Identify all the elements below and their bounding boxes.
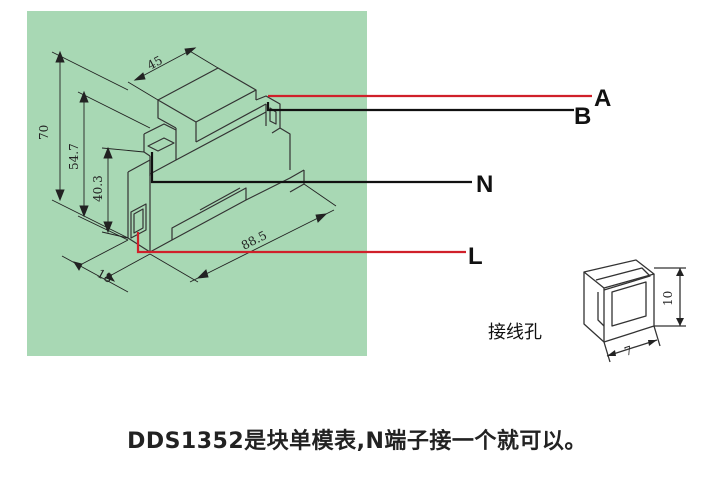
wires (136, 94, 592, 254)
dimension-lines (51, 47, 337, 293)
hole-dim-width-label: 7 (623, 343, 635, 359)
dim-low-height-label: 40.3 (91, 175, 105, 202)
wire-l (136, 232, 466, 254)
wire-b (266, 102, 574, 112)
dim-total-height-label: 70 (37, 125, 51, 140)
terminal-label-a: A (594, 85, 611, 112)
terminal-label-l: L (468, 243, 483, 270)
terminal-labels: A B N L (468, 85, 611, 270)
meter-outline (127, 67, 305, 253)
wire-n (150, 152, 472, 184)
hole-dim-height-label: 10 (661, 291, 675, 306)
dim-depth-label: 18 (95, 266, 115, 286)
caption-text: DDS1352是块单模表,N端子接一个就可以。 (127, 429, 587, 454)
dim-mid-height-label: 54.7 (67, 143, 81, 170)
wiring-hole-drawing (583, 259, 686, 363)
dim-width-label: 45 (145, 53, 165, 73)
wiring-hole-arrows (607, 268, 684, 356)
drawing-panel (27, 11, 367, 356)
terminal-label-b: B (574, 103, 591, 130)
terminal-label-n: N (476, 171, 493, 198)
wiring-hole-label: 接线孔 (488, 322, 542, 343)
